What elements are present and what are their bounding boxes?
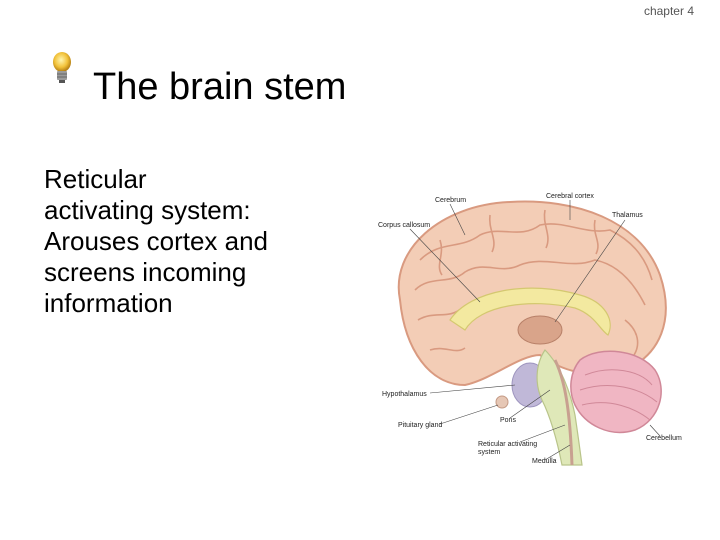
cerebellum-folds (579, 369, 658, 421)
body-line: information (44, 288, 173, 318)
pituitary-gland-shape (495, 395, 509, 409)
label-leader-lines (409, 200, 661, 461)
label-cerebellum: Cerebellum (646, 435, 682, 442)
cerebellum-shape (570, 350, 662, 434)
gyri-lines (414, 209, 653, 359)
brain-illustration: Cerebrum Cerebral cortex Thalamus Corpus… (378, 193, 682, 466)
label-reticular-line1: Reticular activating (478, 441, 537, 448)
label-reticular-line2: system (478, 449, 500, 456)
body-line: Reticular (44, 164, 147, 194)
label-cerebrum: Cerebrum (435, 197, 466, 204)
label-pons: Pons (500, 417, 516, 424)
body-line: Arouses cortex and (44, 226, 269, 256)
label-cerebral-cortex: Cerebral cortex (546, 193, 594, 200)
slide-title: The brain stem (93, 66, 347, 108)
reticular-system-band (553, 359, 574, 466)
thalamus-shape (517, 315, 563, 345)
slide-body: Reticular activating system: Arouses cor… (44, 164, 344, 319)
label-medulla: Medulla (532, 458, 557, 465)
lightbulb-icon (53, 52, 71, 83)
chapter-label: chapter 4 (643, 4, 694, 18)
label-corpus-callosum: Corpus callosum (378, 222, 430, 229)
body-line: screens incoming (44, 257, 247, 287)
body-line: activating system: (44, 195, 251, 225)
label-thalamus: Thalamus (612, 212, 643, 219)
label-hypothalamus: Hypothalamus (382, 391, 427, 398)
label-pituitary-gland: Pituitary gland (398, 422, 442, 429)
